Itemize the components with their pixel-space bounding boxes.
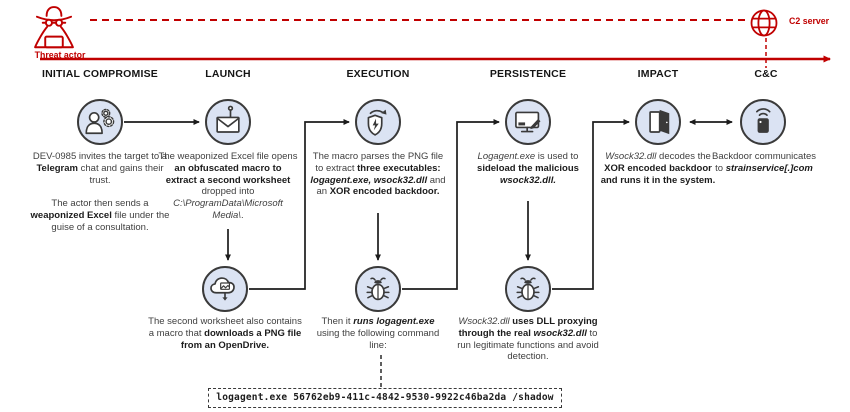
- initial-compromise-node: [77, 99, 123, 145]
- backdoor-beacon-icon: [756, 108, 771, 133]
- impact-node: [635, 99, 681, 145]
- launch-description: The weaponized Excel file opens an obfus…: [158, 151, 298, 221]
- cc-node: [740, 99, 786, 145]
- bug-icon: [516, 277, 540, 301]
- stage-header-initial-compromise: INITIAL COMPROMISE: [42, 68, 158, 80]
- stage-header-execution: EXECUTION: [346, 68, 410, 80]
- cloud-download-icon: [210, 277, 235, 301]
- persistence-node: [505, 99, 551, 145]
- threat-actor-icon: [34, 6, 74, 49]
- dll-proxy-description: Wsock32.dll uses DLL proxying through th…: [457, 316, 599, 363]
- execution-description: The macro parses the PNG file to extract…: [310, 151, 446, 198]
- stage-header-impact: IMPACT: [637, 68, 679, 80]
- shield-execution-icon: [367, 109, 387, 136]
- command-line-box: logagent.exe 56762eb9-411c-4842-9530-992…: [208, 388, 562, 408]
- run-logagent-node: [355, 266, 401, 312]
- run-logagent-description: Then it runs logagent.exe using the foll…: [316, 316, 440, 351]
- c2-server-label: C2 server: [789, 16, 830, 26]
- connector-proxy-to-impact: [552, 119, 630, 290]
- launch-node: [205, 99, 251, 145]
- persistence-description: Logagent.exe is used to sideload the mal…: [477, 151, 579, 186]
- cc-description: Backdoor communicates to strainservice[.…: [711, 151, 817, 174]
- c2-server-globe-icon: [750, 9, 778, 37]
- open-door-icon: [649, 109, 670, 135]
- monitor-edit-icon: [515, 111, 541, 133]
- c2-server: [746, 5, 786, 41]
- connector-download-to-execution: [249, 119, 350, 290]
- initial-compromise-description: DEV-0985 invites the target to a Telegra…: [30, 151, 170, 233]
- download-description: The second worksheet also contains a mac…: [148, 316, 302, 351]
- impact-description: Wsock32.dll decodes the XOR encoded back…: [600, 151, 716, 186]
- dll-proxy-node: [505, 266, 551, 312]
- threat-actor: Threat actor: [22, 2, 98, 60]
- execution-node: [355, 99, 401, 145]
- connector-run-to-persistence: [402, 119, 500, 290]
- phishing-email-icon: [216, 105, 240, 133]
- threat-actor-label: Threat actor: [34, 50, 86, 60]
- stage-header-cc: C&C: [754, 68, 778, 80]
- bug-icon: [366, 277, 390, 301]
- download-node: [202, 266, 248, 312]
- stage-header-launch: LAUNCH: [205, 68, 251, 80]
- social-engineering-icon: [85, 108, 115, 135]
- stage-header-persistence: PERSISTENCE: [489, 68, 567, 80]
